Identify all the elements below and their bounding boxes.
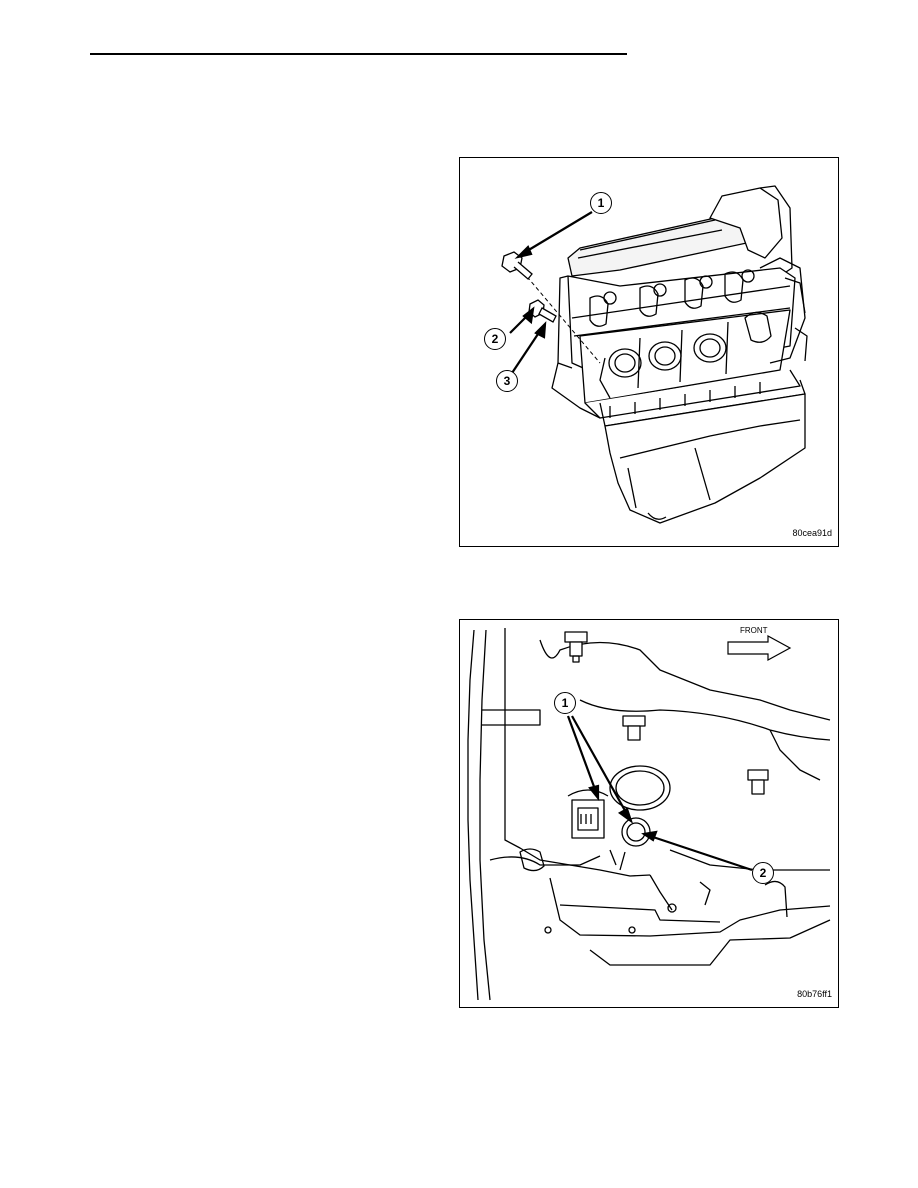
sensor-location-drawing: [467, 628, 831, 1001]
engine-block-drawing: [501, 185, 808, 524]
front-direction-label: FRONT: [740, 626, 768, 635]
engine-block-illustration: 1 2 3 80cea91d: [459, 157, 839, 547]
callout-2: 2: [484, 328, 506, 350]
sensor-location-illustration: FRONT 1 2 80b76ff1: [459, 619, 839, 1008]
callout-1: 1: [590, 192, 612, 214]
callout-2: 2: [752, 862, 774, 884]
figure-id-label: 80cea91d: [792, 528, 832, 538]
callout-1: 1: [554, 692, 576, 714]
header-rule: [90, 53, 627, 55]
figure-id-label: 80b76ff1: [797, 989, 832, 999]
callout-3: 3: [496, 370, 518, 392]
